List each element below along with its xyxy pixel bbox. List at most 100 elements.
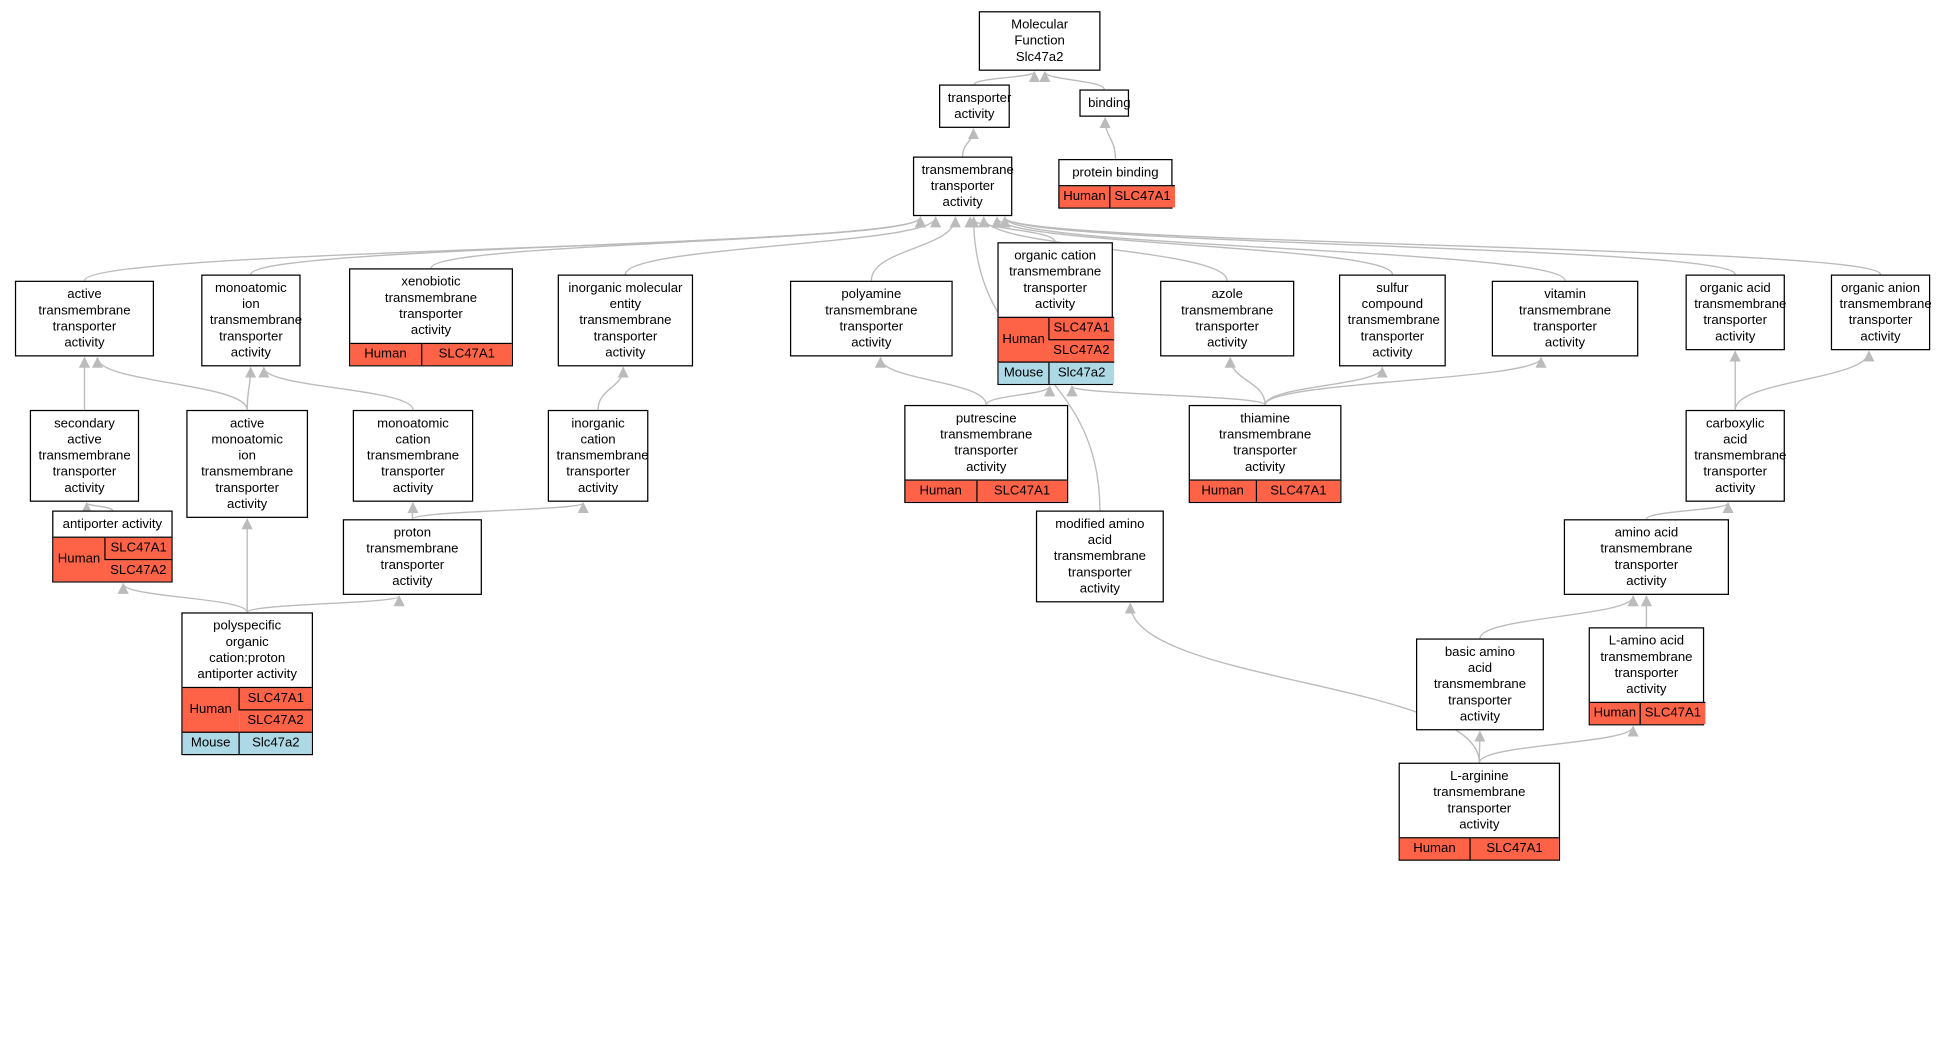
go-term-polyamine[interactable]: polyamine transmembrane transporter acti… — [789, 280, 953, 357]
term-label: thiamine transmembrane transporter activ… — [1219, 411, 1312, 475]
go-term-azole[interactable]: azole transmembrane transporter activity — [1160, 280, 1295, 357]
term-label: active monoatomic ion transmembrane tran… — [201, 416, 294, 512]
edge-polyspecific-to-proton — [246, 595, 405, 614]
edge-tmt-to-transporter — [961, 128, 980, 157]
species-cell: Human — [998, 316, 1050, 363]
go-term-org-acid[interactable]: organic acid transmembrane transporter a… — [1685, 274, 1787, 351]
go-term-active-ion[interactable]: active monoatomic ion transmembrane tran… — [186, 409, 309, 518]
term-label: protein binding — [1072, 165, 1159, 181]
edge-putrescine-to-polyamine — [874, 356, 987, 406]
go-term-inorg-cation[interactable]: inorganic cation transmembrane transport… — [547, 409, 649, 502]
go-term-cation-tmt[interactable]: monoatomic cation transmembrane transpor… — [352, 409, 474, 502]
edge-inorg_mol-to-tmt — [624, 216, 942, 275]
go-term-xeno[interactable]: xenobiotic transmembrane transporter act… — [349, 268, 513, 367]
go-term-l-arginine[interactable]: L-arginine transmembrane transporter act… — [1398, 762, 1561, 861]
go-term-tmt[interactable]: transmembrane transporter activity — [912, 156, 1014, 217]
gene-cell[interactable]: SLC47A1 — [1469, 837, 1559, 860]
gene-cell[interactable]: SLC47A1 — [1255, 479, 1341, 502]
edge-amino_acid-to-carboxylic — [1645, 501, 1734, 520]
gene-cell[interactable]: SLC47A1 — [975, 479, 1067, 502]
edge-org_acid-to-tmt — [999, 216, 1736, 276]
gene-cell[interactable]: SLC47A1 — [1639, 701, 1705, 725]
go-term-inorg-mol[interactable]: inorganic molecular entity transmembrane… — [557, 274, 694, 367]
gene-cell[interactable]: SLC47A2 — [239, 709, 312, 733]
go-term-putrescine[interactable]: putrescine transmembrane transporter act… — [904, 404, 1069, 504]
term-label: transporter activity — [947, 90, 1012, 122]
go-term-org-anion[interactable]: organic anion transmembrane transporter … — [1830, 274, 1932, 351]
go-term-org-cation[interactable]: organic cation transmembrane transporter… — [997, 242, 1114, 386]
go-term-sulfur[interactable]: sulfur compound transmembrane transporte… — [1338, 274, 1446, 367]
species-cell: Human — [53, 536, 106, 582]
edge-inorg_cation-to-inorg_mol — [597, 366, 629, 410]
go-term-polyspecific[interactable]: polyspecific organic cation:proton antip… — [181, 612, 314, 756]
edge-binding-to-mf — [1039, 70, 1105, 90]
go-term-transporter[interactable]: transporter activity — [939, 84, 1012, 128]
term-label: inorganic cation transmembrane transport… — [556, 416, 649, 496]
go-term-carboxylic[interactable]: carboxylic acid transmembrane transporte… — [1685, 409, 1787, 502]
species-cell: Human — [905, 479, 977, 502]
go-term-sec-active[interactable]: secondary active transmembrane transport… — [29, 409, 140, 502]
go-term-proton[interactable]: proton transmembrane transporter activit… — [342, 519, 482, 595]
go-term-basic-amino[interactable]: basic amino acid transmembrane transport… — [1415, 638, 1544, 731]
term-label: polyspecific organic cation:proton antip… — [197, 618, 297, 682]
term-label: monoatomic cation transmembrane transpor… — [366, 416, 460, 496]
term-label: L-arginine transmembrane transporter act… — [1433, 768, 1526, 833]
species-cell: Human — [1059, 185, 1111, 208]
gene-cell[interactable]: SLC47A1 — [238, 686, 312, 710]
edge-cation_tmt-to-ion_tmt — [258, 366, 414, 411]
species-cell: Mouse — [182, 731, 240, 754]
gene-cell[interactable]: SLC47A2 — [1049, 339, 1114, 363]
go-term-mf[interactable]: Molecular Function Slc47a2 — [978, 11, 1101, 71]
edge-putrescine-to-org_cation — [985, 385, 1056, 406]
gene-cell[interactable]: Slc47a2 — [1048, 361, 1114, 384]
edge-vitamin-to-tmt — [999, 216, 1566, 282]
edge-protein_binding-to-binding — [1099, 116, 1117, 159]
edge-proton-to-cation_tmt — [407, 501, 419, 520]
term-label: organic cation transmembrane transporter… — [1009, 248, 1102, 312]
edge-layer — [78, 70, 1882, 763]
go-term-thiamine[interactable]: thiamine transmembrane transporter activ… — [1188, 404, 1342, 504]
term-label: active transmembrane transporter activit… — [38, 286, 131, 351]
term-label: antiporter activity — [62, 516, 163, 532]
gene-cell[interactable]: Slc47a2 — [238, 731, 312, 754]
species-cell: Human — [1589, 701, 1641, 725]
term-label: organic acid transmembrane transporter a… — [1694, 280, 1787, 345]
species-cell: Human — [182, 686, 240, 733]
term-label: xenobiotic transmembrane transporter act… — [384, 274, 478, 338]
gene-cell[interactable]: SLC47A1 — [420, 342, 512, 366]
species-cell: Human — [1189, 479, 1256, 502]
edge-thiamine-to-azole — [1224, 356, 1266, 405]
term-label: monoatomic ion transmembrane transporter… — [209, 280, 303, 361]
go-term-active-tmt[interactable]: active transmembrane transporter activit… — [14, 280, 155, 357]
go-term-mod-amino[interactable]: modified amino acid transmembrane transp… — [1035, 510, 1164, 603]
edge-l_arginine-to-l_amino — [1478, 725, 1639, 763]
gene-cell[interactable]: SLC47A2 — [105, 558, 172, 582]
edge-thiamine-to-org_cation — [1066, 385, 1266, 406]
gene-cell[interactable]: SLC47A1 — [1109, 185, 1175, 208]
go-term-ion-tmt[interactable]: monoatomic ion transmembrane transporter… — [201, 274, 303, 367]
go-term-binding[interactable]: binding — [1079, 89, 1131, 117]
go-term-amino-acid[interactable]: amino acid transmembrane transporter act… — [1563, 519, 1730, 595]
gene-cell[interactable]: SLC47A1 — [104, 536, 172, 560]
edge-carboxylic-to-org_anion — [1734, 350, 1875, 411]
go-term-vitamin[interactable]: vitamin transmembrane transporter activi… — [1491, 280, 1639, 357]
species-cell: Human — [1399, 837, 1470, 860]
edge-thiamine-to-sulfur — [1264, 366, 1388, 406]
go-term-l-amino[interactable]: L-amino acid transmembrane transporter a… — [1588, 627, 1705, 726]
gene-cell[interactable]: SLC47A1 — [1048, 316, 1114, 340]
edge-polyspecific-to-antiporter — [117, 582, 248, 613]
edge-sulfur-to-tmt — [991, 216, 1394, 275]
term-label: secondary active transmembrane transport… — [38, 416, 131, 496]
term-label: azole transmembrane transporter activity — [1181, 286, 1274, 351]
term-label: carboxylic acid transmembrane transporte… — [1694, 416, 1787, 496]
